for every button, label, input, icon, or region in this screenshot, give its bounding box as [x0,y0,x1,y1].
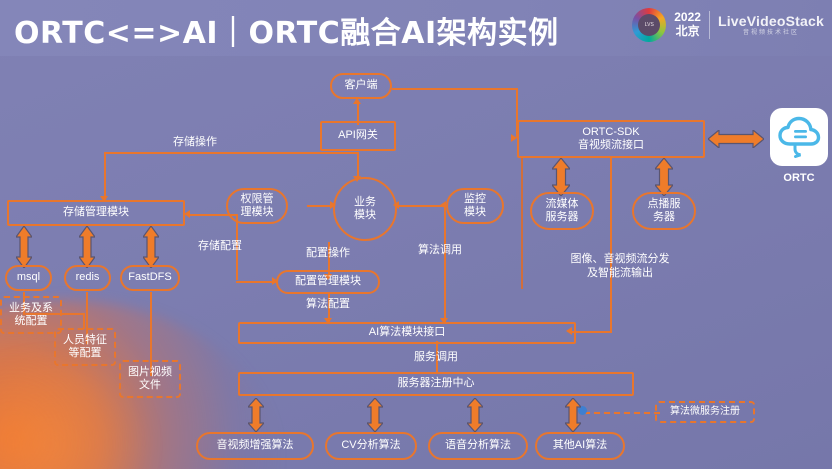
divider-stream-left [521,157,523,289]
edge-service-call [436,341,438,373]
edge-apigw-business [357,152,359,180]
node-alg-microservice[interactable]: 算法微服务注册 [655,401,755,423]
arrowhead-monitor-left [440,201,446,209]
node-redis[interactable]: redis [64,265,111,291]
arrow-registry-alg-voice [467,398,483,432]
edge-monitor-business [398,205,444,207]
arrow-registry-alg-other [565,398,581,432]
arrowhead-ai-right [566,327,572,335]
edge-msql-cfg-v [23,292,25,314]
sponsor-tagline: 音视频技术社区 [742,29,799,36]
edge-business-cfgmgr [328,242,330,278]
node-alg-voice[interactable]: 语音分析算法 [428,432,528,460]
edge-label-algo-cfg: 算法配置 [306,298,350,310]
edge-apigw-client [357,103,359,125]
node-auth-module[interactable]: 权限管 理模块 [226,188,288,224]
node-msql[interactable]: msql [5,265,52,291]
edge-algo-cfg-v [328,293,330,323]
node-business-module[interactable]: 业务 模块 [333,177,397,241]
node-alg-cv[interactable]: CV分析算法 [325,432,417,460]
edge-redis-cfg-v [86,292,88,344]
edge-label-stream-out: 图像、音视频流分发 及智能流输出 [570,253,670,279]
edge-label-storage-op: 存储操作 [173,136,217,148]
edge-algo-call-v [444,205,446,323]
arrow-sdk-streamserver [552,158,570,196]
node-service-registry[interactable]: 服务器注册中心 [238,372,634,396]
arrowhead-ai-top [440,318,448,324]
edge-cfgmgr-left-h [236,281,278,283]
ortc-cloud-icon[interactable] [770,108,828,166]
edge-sdk-ai-h [572,331,612,333]
arrowhead-client [353,98,361,104]
edge-auth-business [307,205,335,207]
brand-divider [708,11,710,39]
node-stream-server[interactable]: 流媒体 服务器 [530,192,594,230]
arrow-storage-fastdfs [143,226,159,268]
arrowhead-sdk-left [511,134,517,142]
node-client[interactable]: 客户端 [330,73,392,99]
event-date-block: 2022 北京 [674,10,701,39]
arrow-registry-alg-av [248,398,264,432]
event-logo-icon: LVS [632,8,667,42]
arrow-sdk-vodserver [655,158,673,196]
node-cfg-person[interactable]: 人员特征 等配置 [54,328,116,366]
node-config-manager[interactable]: 配置管理模块 [276,270,380,294]
node-cfg-business[interactable]: 业务及系 统配置 [0,296,62,334]
edge-sdk-ai-v [610,157,612,331]
edge-storage-cfg-h [190,214,238,216]
arrowhead-cfgmgr-left [272,277,278,285]
node-vod-server[interactable]: 点播服 务器 [632,192,696,230]
event-city: 北京 [675,24,700,38]
page-title: ORTC<=>AI｜ORTC融合AI架构实例 [14,16,559,51]
node-alg-av[interactable]: 音视频增强算法 [196,432,314,460]
arrow-storage-msql [16,226,32,268]
cloud-caption: ORTC [783,172,815,184]
arrow-registry-alg-cv [367,398,383,432]
node-cfg-media[interactable]: 图片视频 文件 [119,360,181,398]
edge-msql-cfg-v2 [83,313,85,329]
node-ai-interface[interactable]: AI算法模块接口 [238,322,576,344]
brand-area: LVS 2022 北京 LiveVideoStack 音视频技术社区 [632,8,824,42]
edge-storage-cfg-v [236,214,238,280]
edge-label-config-op: 配置操作 [306,247,350,259]
arrow-storage-redis [79,226,95,268]
sponsor-name: LiveVideoStack [717,12,824,29]
node-api-gateway[interactable]: API网关 [320,121,396,151]
sponsor-logo: LiveVideoStack 音视频技术社区 [717,12,824,37]
node-storage-manager[interactable]: 存储管理模块 [7,200,185,226]
arrowhead-ai-top-2 [324,318,332,324]
edge-client-sdk-h [392,88,518,90]
edge-label-algo-call: 算法调用 [418,244,462,256]
node-fastdfs[interactable]: FastDFS [120,265,180,291]
node-alg-other[interactable]: 其他AI算法 [535,432,625,460]
arrowhead-storage-top [100,196,108,202]
edge-storage-op-v [104,152,106,200]
slide-header: ORTC<=>AI｜ORTC融合AI架构实例 LVS 2022 北京 LiveV… [0,0,832,56]
node-ortc-sdk[interactable]: ORTC-SDK 音视频流接口 [517,120,705,158]
arrow-sdk-cloud [708,130,764,148]
edge-microservice-dashed [584,412,660,414]
cloud-glyph [778,116,821,158]
edge-microservice-dot [578,406,587,415]
event-year: 2022 [674,10,701,25]
arrowhead-storage-right [184,210,190,218]
edge-msql-cfg-h [23,313,83,315]
node-monitor-module[interactable]: 监控 模块 [446,188,504,224]
edge-label-service-call: 服务调用 [414,351,458,363]
edge-fastdfs-cfg-v [150,292,152,376]
edge-label-storage-cfg: 存储配置 [198,240,242,252]
edge-storage-op-h [104,152,358,154]
edge-client-sdk-v [516,88,518,138]
